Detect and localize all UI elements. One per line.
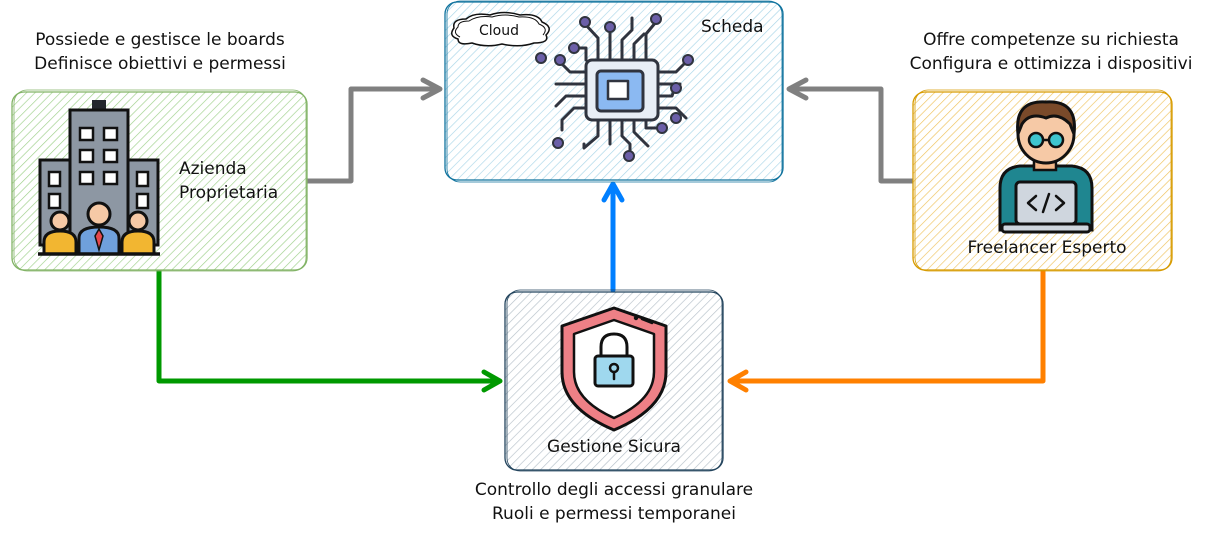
caption-azienda-line-1: Possiede e gestisce le boards bbox=[35, 30, 285, 50]
edge-azienda-to-scheda bbox=[304, 77, 443, 184]
security-shield-lock-icon bbox=[560, 306, 668, 432]
node-gestione-label: Gestione Sicura bbox=[547, 437, 681, 457]
caption-freelancer-line-1: Offre competenze su richiesta bbox=[923, 30, 1179, 50]
node-freelancer-label: Freelancer Esperto bbox=[967, 238, 1126, 258]
microchip-pin-dots bbox=[535, 13, 694, 162]
cloud-label: Cloud bbox=[479, 23, 519, 39]
developer-laptop-icon bbox=[998, 100, 1094, 234]
node-azienda-label-line-2: Proprietaria bbox=[179, 183, 278, 203]
microchip-icon bbox=[554, 16, 688, 158]
caption-azienda-line-2: Definisce obiettivi e permessi bbox=[34, 54, 286, 74]
caption-gestione-line-2: Ruoli e permessi temporanei bbox=[492, 504, 736, 524]
node-scheda: Scheda Cloud bbox=[444, 0, 784, 183]
node-azienda-label-line-1: Azienda bbox=[179, 159, 247, 179]
cloud-icon bbox=[451, 11, 550, 47]
edge-freelancer-to-gestione bbox=[727, 267, 1046, 393]
caption-freelancer-line-2: Configura e ottimizza i dispositivi bbox=[910, 54, 1193, 74]
office-building-people-icon bbox=[38, 100, 160, 256]
node-azienda: Azienda Proprietaria bbox=[11, 89, 308, 272]
edge-gestione-to-scheda bbox=[601, 181, 625, 293]
edge-azienda-to-gestione bbox=[156, 267, 503, 393]
node-freelancer: Freelancer Esperto bbox=[912, 89, 1173, 272]
node-scheda-label: Scheda bbox=[701, 17, 764, 37]
edge-freelancer-to-scheda bbox=[786, 77, 916, 184]
caption-gestione-line-1: Controllo degli accessi granulare bbox=[475, 480, 753, 500]
node-gestione: Gestione Sicura bbox=[504, 289, 724, 472]
